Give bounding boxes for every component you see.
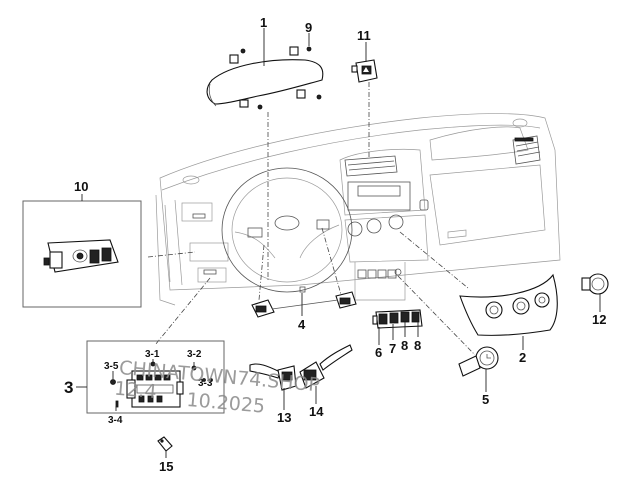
fuse-grid xyxy=(136,374,174,403)
steering-switches xyxy=(251,286,357,318)
callout-3: 3 xyxy=(64,378,73,397)
bracket-15 xyxy=(157,436,173,452)
part-3-box xyxy=(86,340,225,414)
callout-3-2: 3-2 xyxy=(187,349,202,360)
callout-9: 9 xyxy=(305,20,312,35)
callout-6: 6 xyxy=(375,345,382,360)
console-switches xyxy=(372,309,423,329)
callout-7: 7 xyxy=(389,341,396,356)
callout-8b: 8 xyxy=(414,338,421,353)
callout-12: 12 xyxy=(592,312,606,327)
callout-13: 13 xyxy=(277,410,291,425)
projection-lines xyxy=(147,82,476,356)
dashboard-outline xyxy=(155,113,561,306)
callout-8a: 8 xyxy=(401,338,408,353)
callout-3-1: 3-1 xyxy=(145,349,160,360)
callout-4: 4 xyxy=(298,317,306,332)
callout-1: 1 xyxy=(260,15,267,30)
callout-10: 10 xyxy=(74,179,88,194)
combination-switch-13 xyxy=(249,363,297,391)
callout-2: 2 xyxy=(519,350,526,365)
callout-5: 5 xyxy=(482,392,489,407)
knob-5 xyxy=(458,346,499,377)
leader-lines xyxy=(76,28,601,458)
callout-3-3: 3-3 xyxy=(198,378,213,389)
instrument-cluster xyxy=(206,46,324,110)
watermark-line2: 12.4 xyxy=(113,378,157,404)
callout-11: 11 xyxy=(357,28,371,43)
callout-14: 14 xyxy=(309,404,324,419)
callout-3-5: 3-5 xyxy=(104,361,119,372)
callout-labels: 1 9 11 10 3 3-1 3-2 3-3 3-4 3-5 4 6 7 8 … xyxy=(64,15,606,474)
callout-15: 15 xyxy=(159,459,173,474)
combination-switch-14 xyxy=(299,344,353,389)
hvac-panel xyxy=(459,273,558,336)
hazard-switch xyxy=(351,59,378,83)
callout-3-4: 3-4 xyxy=(108,415,123,426)
knob-12 xyxy=(581,273,609,295)
part-10-box xyxy=(22,200,142,308)
